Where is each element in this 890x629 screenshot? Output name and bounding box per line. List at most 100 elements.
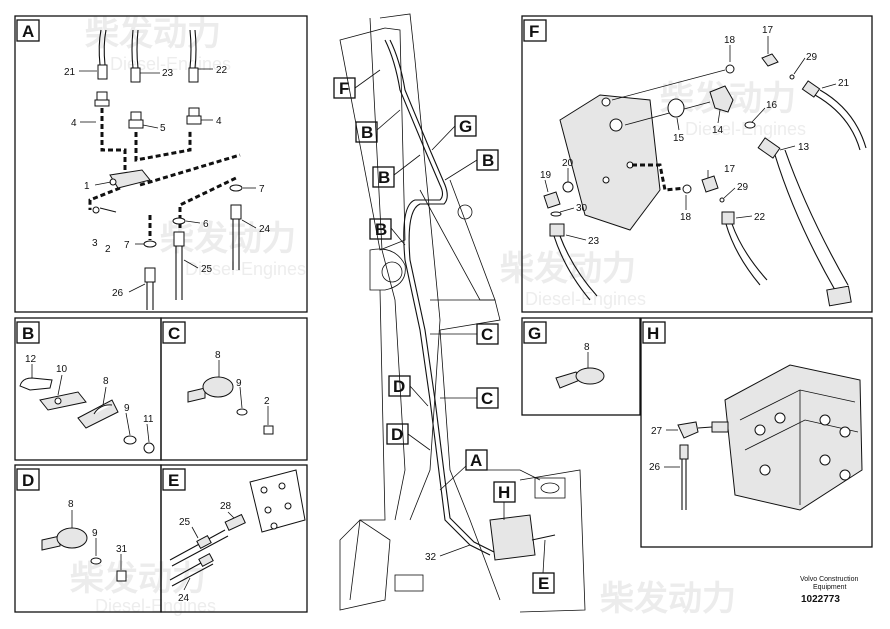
part-number: 8 [215,350,221,361]
clamp-tab [41,535,61,551]
adapter-4a-base [94,99,110,107]
boom-lower [349,289,386,601]
part-number: 31 [116,544,128,555]
manifold-port [602,176,610,184]
arm-outline [339,27,406,251]
valve-port [839,426,851,438]
clamp-8-body [56,527,88,549]
pivot [369,248,406,291]
arm-edge [379,13,441,521]
hose-23 [553,235,598,301]
clamp-8-body [202,376,234,398]
part-number: 17 [762,25,774,36]
fitting-28 [224,513,246,531]
valve-fitting [711,421,729,433]
leader-15 [676,117,680,131]
oring-30 [550,211,562,217]
oring-7b [143,240,157,248]
manifold-port [609,118,623,132]
hose-13 [774,149,849,291]
callout-D1-leader [409,385,429,407]
view-C: C 8 9 2 [160,317,308,461]
view-E-label-box [162,468,186,491]
leader-8 [102,386,107,406]
leader-24 [241,219,257,229]
oring-15 [667,98,685,118]
callout-B4-box [369,218,392,240]
hose-26 [146,282,154,310]
oring-18 [725,64,735,74]
machine-overview [339,13,586,613]
adapter-4a [96,91,108,101]
fitting-23 [549,223,565,237]
part-number: 25 [179,517,191,528]
callout-G: G [459,117,472,136]
view-H-label-box [642,321,666,344]
washer-9 [90,557,102,565]
brand-line-2: Equipment [813,584,847,591]
oring-16 [744,121,756,129]
view-A: A [14,15,308,313]
oring-18b [682,184,692,194]
hose-24 [232,219,240,270]
valve-port [759,464,771,476]
valve-port [819,454,831,466]
bolt-12 [19,377,53,391]
callout-B2-box [372,166,395,188]
part-number: 9 [92,528,98,539]
plate-hole [284,502,292,510]
plate-hole [264,506,272,514]
part-number: 23 [162,68,174,79]
leader-26 [128,283,146,293]
part-number: 8 [68,499,74,510]
flange-13 [826,285,852,307]
elbow-17 [761,53,779,67]
part-number: 18 [724,35,736,46]
leader-28 [227,511,235,519]
adapter-5 [130,111,142,121]
fitting-24 [198,552,214,568]
callout-F: F [339,79,349,98]
plate-hole [54,397,62,405]
control-valve [489,514,536,561]
fitting-26 [679,444,689,460]
adapter-4b-base [186,115,202,125]
part-number: 23 [588,236,600,247]
callout-B: B [482,151,494,170]
valve-port [754,424,766,436]
manifold-block [559,94,661,231]
leader-29b [723,187,736,199]
nut-11 [143,442,155,454]
part-number: 7 [124,240,130,251]
leader-16 [751,107,766,123]
view-C-frame [160,317,308,461]
cylinder [419,179,496,301]
watermark-en: Diesel-Engines [685,119,806,139]
callout-A-leader [439,465,467,491]
part-number: 14 [712,125,724,136]
bolt-31 [116,570,127,582]
adapter-4b [188,107,200,117]
view-F-label: F [529,22,539,41]
clamp-tab [187,387,206,403]
leader-1 [94,181,112,186]
view-G: G 8 [521,317,641,416]
view-A-label: A [22,22,34,41]
center-callouts: F B G B B B C D C D A H [333,69,555,594]
elbow-17b [701,175,719,193]
hose-26 [681,459,687,510]
callout-D2-leader [407,433,431,451]
frame-cap [540,482,560,494]
part-number: 10 [56,364,68,375]
hose-25 [175,246,183,300]
control-valve-body [724,364,863,511]
hose-21 [98,29,107,66]
view-B: B 12 10 8 9 11 [14,317,162,461]
brand-line-1: Volvo Construction [800,576,858,583]
part-number: 17 [724,164,736,175]
part-number: 26 [112,288,124,299]
part-number: 21 [64,67,76,78]
hose-27 [697,426,713,429]
watermark-cn: 柴发动力 [85,15,221,53]
view-E-label: E [168,471,179,490]
